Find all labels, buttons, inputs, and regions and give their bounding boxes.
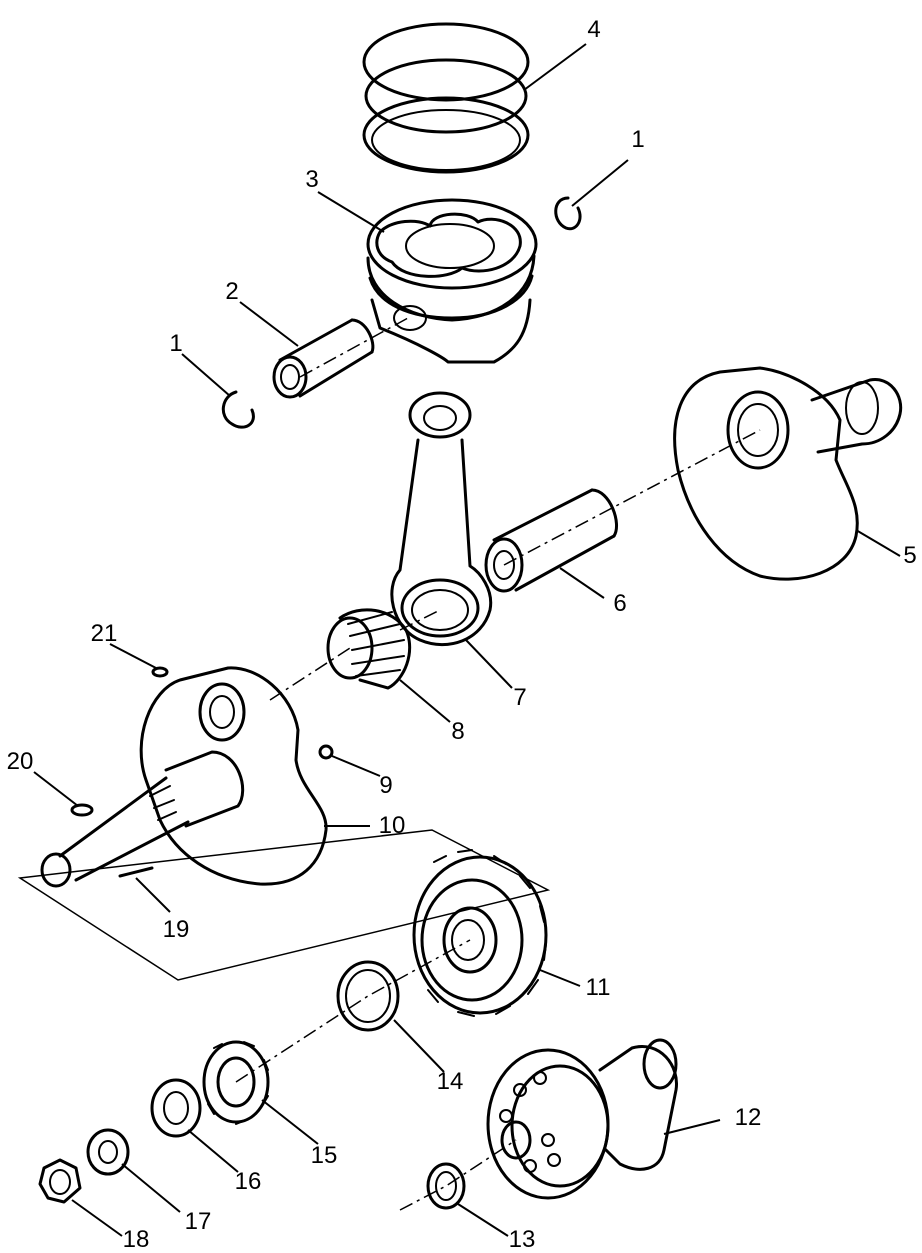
thrust-washer <box>336 960 400 1032</box>
callout-18-hex-nut: 18 <box>122 1226 150 1253</box>
centerline-balance <box>399 1139 517 1211</box>
sprocket <box>202 1040 270 1125</box>
key-20 <box>70 803 94 817</box>
callout-4-piston-rings: 4 <box>587 16 601 43</box>
callout-16-castle-nut: 16 <box>234 1168 262 1195</box>
callout-8-needle-bearing: 8 <box>451 718 465 745</box>
callout-5-crank-half-right: 5 <box>903 542 917 569</box>
castle-nut <box>150 1078 202 1138</box>
centerline-piston <box>299 317 409 378</box>
callout-17-washer: 17 <box>184 1208 212 1235</box>
callout-10-crank-half-left: 10 <box>378 812 406 839</box>
callout-11-drive-gear: 11 <box>585 974 611 1001</box>
crank-pin <box>484 488 619 593</box>
ball-plug <box>318 744 334 760</box>
callout-12-balance-shaft-gear: 12 <box>734 1104 762 1131</box>
crank-half-left <box>40 666 328 888</box>
callout-9-ball-plug: 9 <box>379 772 393 799</box>
drive-gear <box>412 849 548 1017</box>
centerline-crankpin <box>269 609 441 701</box>
callout-13-snap-washer: 13 <box>508 1226 536 1253</box>
callout-3-piston: 3 <box>305 166 319 193</box>
callout-2-wrist-pin: 2 <box>225 278 239 305</box>
assembly-enclosure <box>17 829 551 981</box>
callout-1-circlip-right: 1 <box>631 126 645 153</box>
callout-15-sprocket: 15 <box>310 1142 338 1169</box>
balance-shaft-gear <box>486 1038 678 1200</box>
callout-14-thrust-washer: 14 <box>436 1068 464 1095</box>
callout-1-circlip-left: 1 <box>169 330 183 357</box>
hex-nut <box>38 1158 82 1204</box>
centerline-gears <box>235 939 471 1083</box>
snap-washer <box>426 1162 466 1210</box>
wrist-pin <box>272 318 375 399</box>
callout-19-dowel-pin: 19 <box>162 916 190 943</box>
needle-bearing <box>326 608 412 690</box>
circlip-right <box>554 196 582 231</box>
crank-half-right <box>673 366 903 581</box>
dowel-pin <box>118 866 154 878</box>
callout-6-crank-pin: 6 <box>613 590 627 617</box>
leader-lines <box>33 43 901 1237</box>
key-21 <box>151 666 169 678</box>
callout-7-connecting-rod: 7 <box>513 684 527 711</box>
centerline-crank <box>503 429 761 566</box>
piston-rings <box>362 22 530 174</box>
callout-21-key: 21 <box>90 620 118 647</box>
piston <box>366 198 538 364</box>
circlip-left <box>221 390 255 429</box>
connecting-rod <box>390 391 493 646</box>
callout-20-woodruff-key: 20 <box>6 748 34 775</box>
washer <box>86 1128 130 1176</box>
